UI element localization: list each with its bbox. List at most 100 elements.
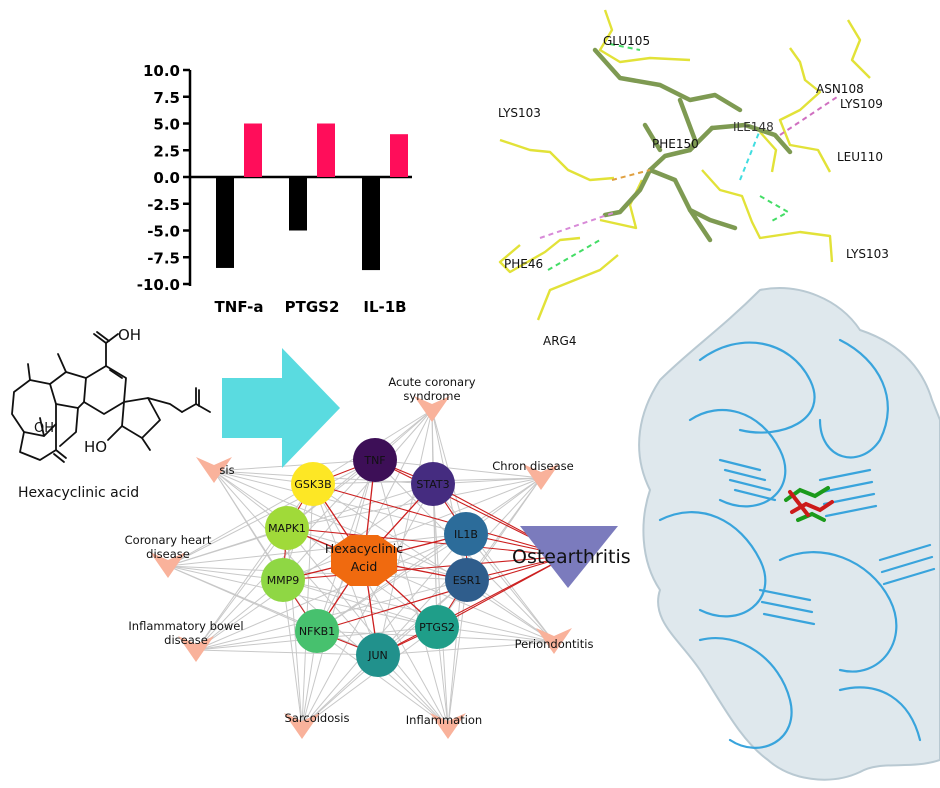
ligand-sticks (592, 47, 793, 243)
gene-label: MMP9 (267, 574, 300, 587)
ring (11, 379, 57, 437)
bond (27, 363, 31, 381)
gene-label: TNF (363, 454, 385, 467)
disease-label: disease (146, 547, 190, 561)
edge (213, 470, 467, 535)
disease-label: Acute coronary (388, 375, 475, 389)
flow-arrow-icon (222, 348, 340, 468)
gene-node (445, 558, 489, 602)
bond (93, 331, 110, 344)
ring (49, 371, 87, 409)
bar-group (216, 123, 408, 271)
edge (316, 409, 433, 632)
bar (216, 177, 234, 268)
edge (312, 483, 555, 643)
edge (195, 649, 379, 656)
edge (167, 565, 379, 656)
edge (447, 579, 468, 728)
edge (377, 555, 569, 656)
disease-label: Coronary heart (125, 533, 212, 547)
edge (167, 565, 438, 628)
bond (195, 403, 211, 413)
disease-node-icon (150, 552, 186, 578)
x-tick-label: IL-1B (363, 298, 406, 316)
edge (301, 626, 438, 728)
edge (282, 477, 542, 581)
disease-node-icon (536, 628, 572, 654)
residue-label: LYS109 (840, 97, 883, 111)
edge (316, 477, 542, 632)
ring (121, 397, 161, 439)
docking-interaction-view: GLU105 LYS103 ASN108 LYS109 LEU110 PHE15… (498, 9, 889, 348)
y-tick-label: 2.5 (153, 142, 180, 160)
edge (377, 641, 555, 656)
edge (282, 579, 438, 628)
y-tick-label: -10.0 (137, 276, 180, 294)
disease-label: Inflammation (406, 713, 482, 727)
bar (317, 123, 335, 177)
x-tick-label: PTGS2 (285, 298, 340, 316)
gene-label: GSK3B (294, 478, 331, 491)
bond (141, 437, 151, 451)
residue-label: ILE148 (733, 120, 774, 134)
disease-node-icon (196, 457, 232, 483)
residue-label: LYS103 (846, 247, 889, 261)
oh-top-label: OH (118, 326, 141, 344)
disease-node-icon (284, 713, 320, 739)
gene-label: IL1B (454, 528, 478, 541)
disease-label: Chron disease (492, 459, 573, 473)
edge (167, 483, 314, 567)
gene-label: PTGS2 (419, 621, 455, 634)
disease-node-icon (414, 396, 450, 422)
gene-node (356, 633, 400, 677)
bond (53, 449, 67, 463)
gene-node (291, 462, 335, 506)
gene-label: ESR1 (453, 574, 482, 587)
center-compound-node: Hexacyclinic Acid (325, 535, 403, 586)
ostearthritis-node: Ostearthritis (512, 526, 631, 588)
disease-node-icon (430, 713, 466, 739)
residue-label: ARG4 (543, 334, 576, 348)
edge (213, 470, 438, 628)
disease-label: Inflammatory bowel (128, 619, 243, 633)
protein-surface (638, 287, 940, 781)
edge (282, 555, 569, 581)
disease-label: Sarcoidosis (285, 711, 350, 725)
hexacyclinic-acid-structure (11, 331, 211, 463)
gene-node (411, 462, 455, 506)
edge (286, 527, 569, 557)
disease-label: disease (164, 633, 208, 647)
ho-label: HO (84, 438, 107, 456)
gene-node (444, 512, 488, 556)
molecule-labels: OH HO OH Hexacyclinic acid (18, 326, 141, 501)
bond (181, 387, 200, 413)
bond (107, 425, 123, 441)
disease-node-icon (178, 636, 214, 662)
edge (301, 483, 314, 728)
gene-label: NFKB1 (299, 625, 335, 638)
gene-label: JUN (367, 649, 388, 662)
residue-label: LEU110 (837, 150, 883, 164)
edge (432, 483, 438, 628)
bond (147, 397, 183, 413)
interaction-bonds (539, 43, 841, 271)
bar (244, 123, 262, 177)
residue-label: PHE150 (652, 137, 699, 151)
edge (286, 477, 542, 529)
bond (59, 407, 79, 447)
edge (301, 533, 467, 728)
residue-labels: GLU105 LYS103 ASN108 LYS109 LEU110 PHE15… (498, 34, 889, 348)
edge (195, 527, 288, 651)
disease-node-icon (523, 464, 559, 490)
y-tick-label: 7.5 (153, 89, 180, 107)
disease-label: sis (219, 463, 234, 477)
y-tick-label: -2.5 (147, 196, 180, 214)
y-tick-label: 5.0 (153, 116, 180, 134)
y-tick-group: 10.07.55.02.50.0-2.5-5.0-7.5-10.0 (137, 62, 190, 294)
y-tick-label: -7.5 (147, 249, 180, 267)
bond (105, 333, 119, 344)
bond (39, 417, 45, 437)
protein-ribbons (658, 338, 936, 749)
